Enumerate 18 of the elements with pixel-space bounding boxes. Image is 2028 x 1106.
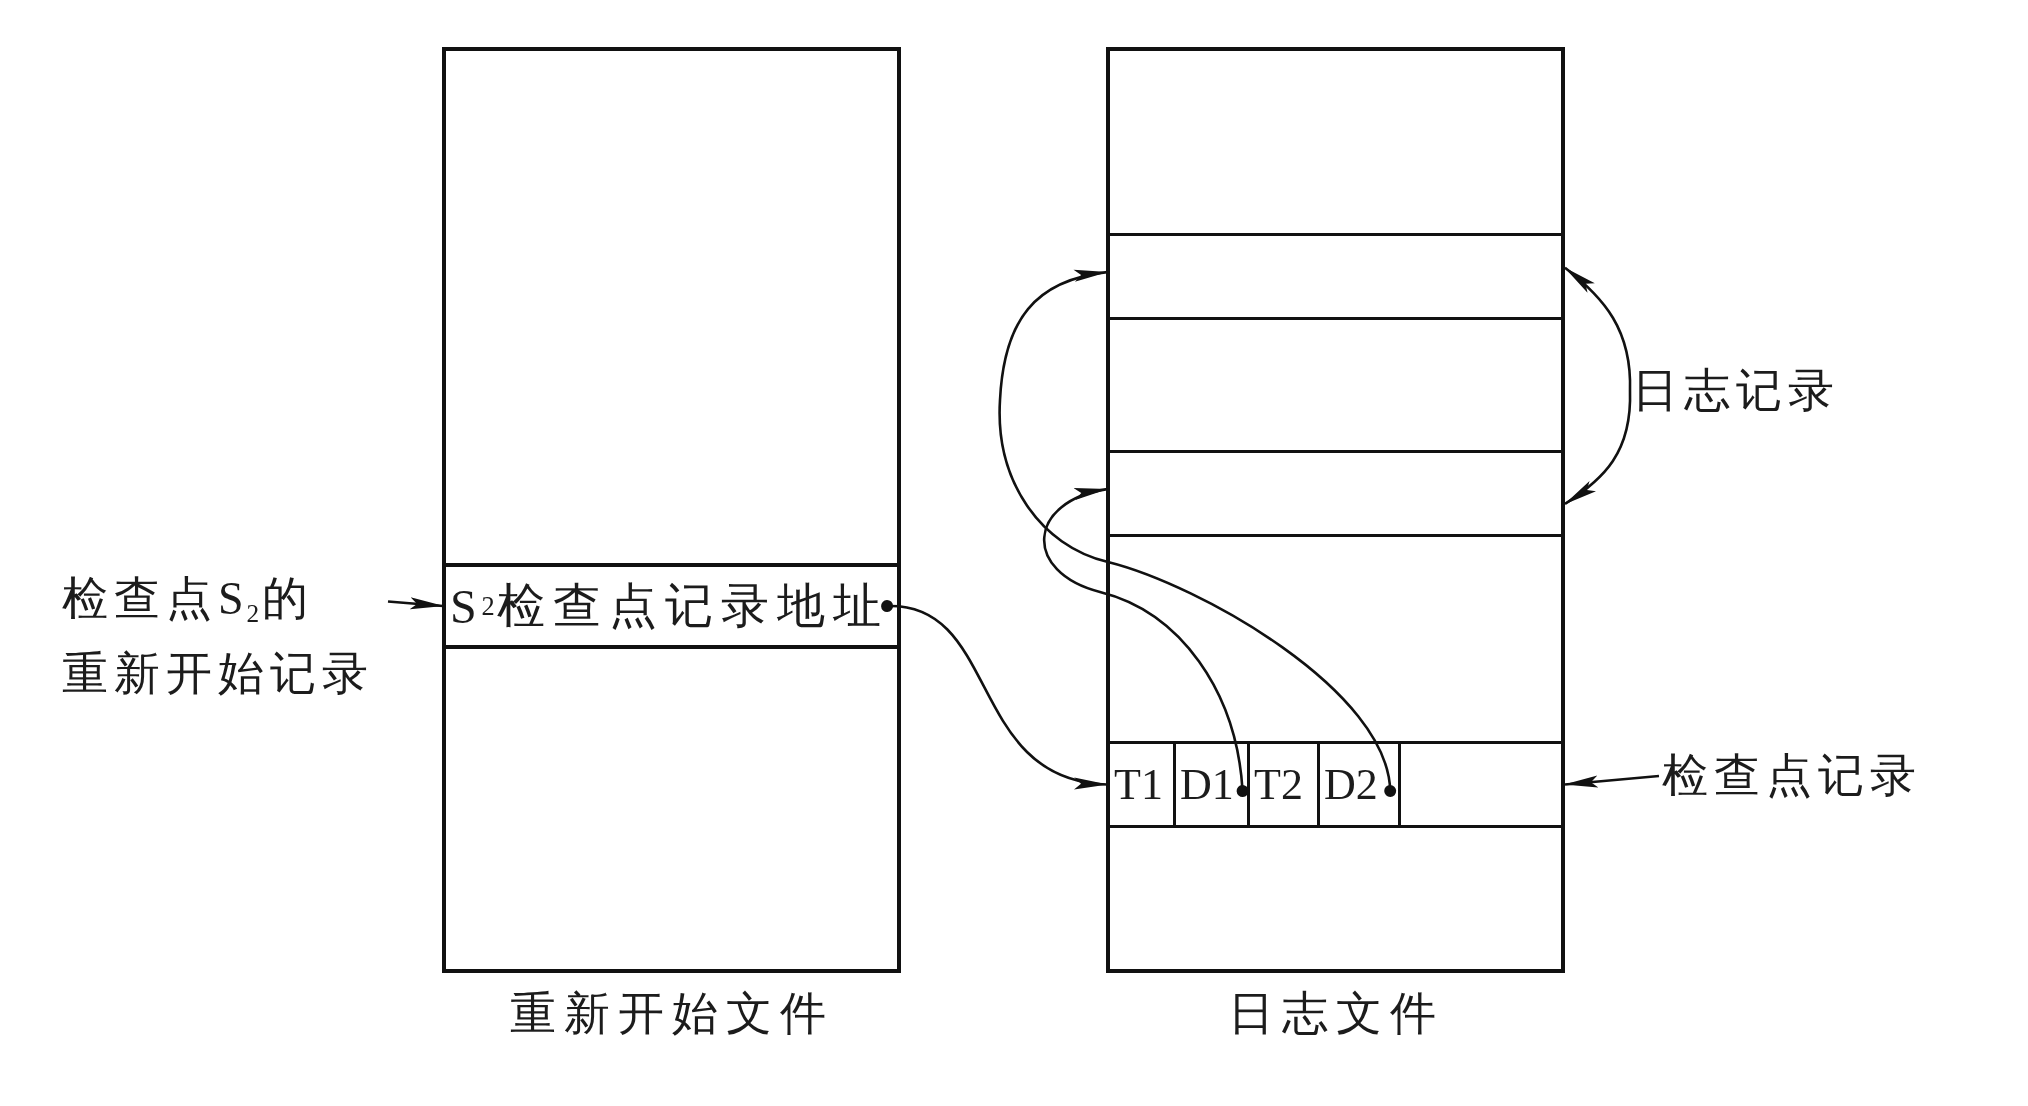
log-record-row xyxy=(1110,233,1561,320)
checkpoint-row xyxy=(1110,741,1561,828)
log-record-row xyxy=(1110,450,1561,537)
arrow xyxy=(387,597,444,610)
entry-cell: T1 xyxy=(1110,744,1176,825)
curved-arrow xyxy=(1043,487,1249,797)
callout-label: 日志记录 xyxy=(1632,360,1850,422)
callout-label: 检查点S$_{2}$的重新开始记录 xyxy=(62,561,386,711)
file-caption: 日志文件 xyxy=(1226,987,1445,1041)
file-caption: 重新开始文件 xyxy=(508,987,835,1041)
entry-cell: D1 xyxy=(1176,744,1250,825)
leader-arrow xyxy=(1564,266,1632,391)
leader-arrow xyxy=(1564,774,1660,788)
entry-cell: D2 xyxy=(1320,744,1398,825)
entry-cell: T2 xyxy=(1250,744,1320,825)
leader-arrow xyxy=(1564,391,1632,506)
curved-arrow xyxy=(998,270,1397,797)
callout-label: 检查点记录 xyxy=(1662,745,1932,807)
